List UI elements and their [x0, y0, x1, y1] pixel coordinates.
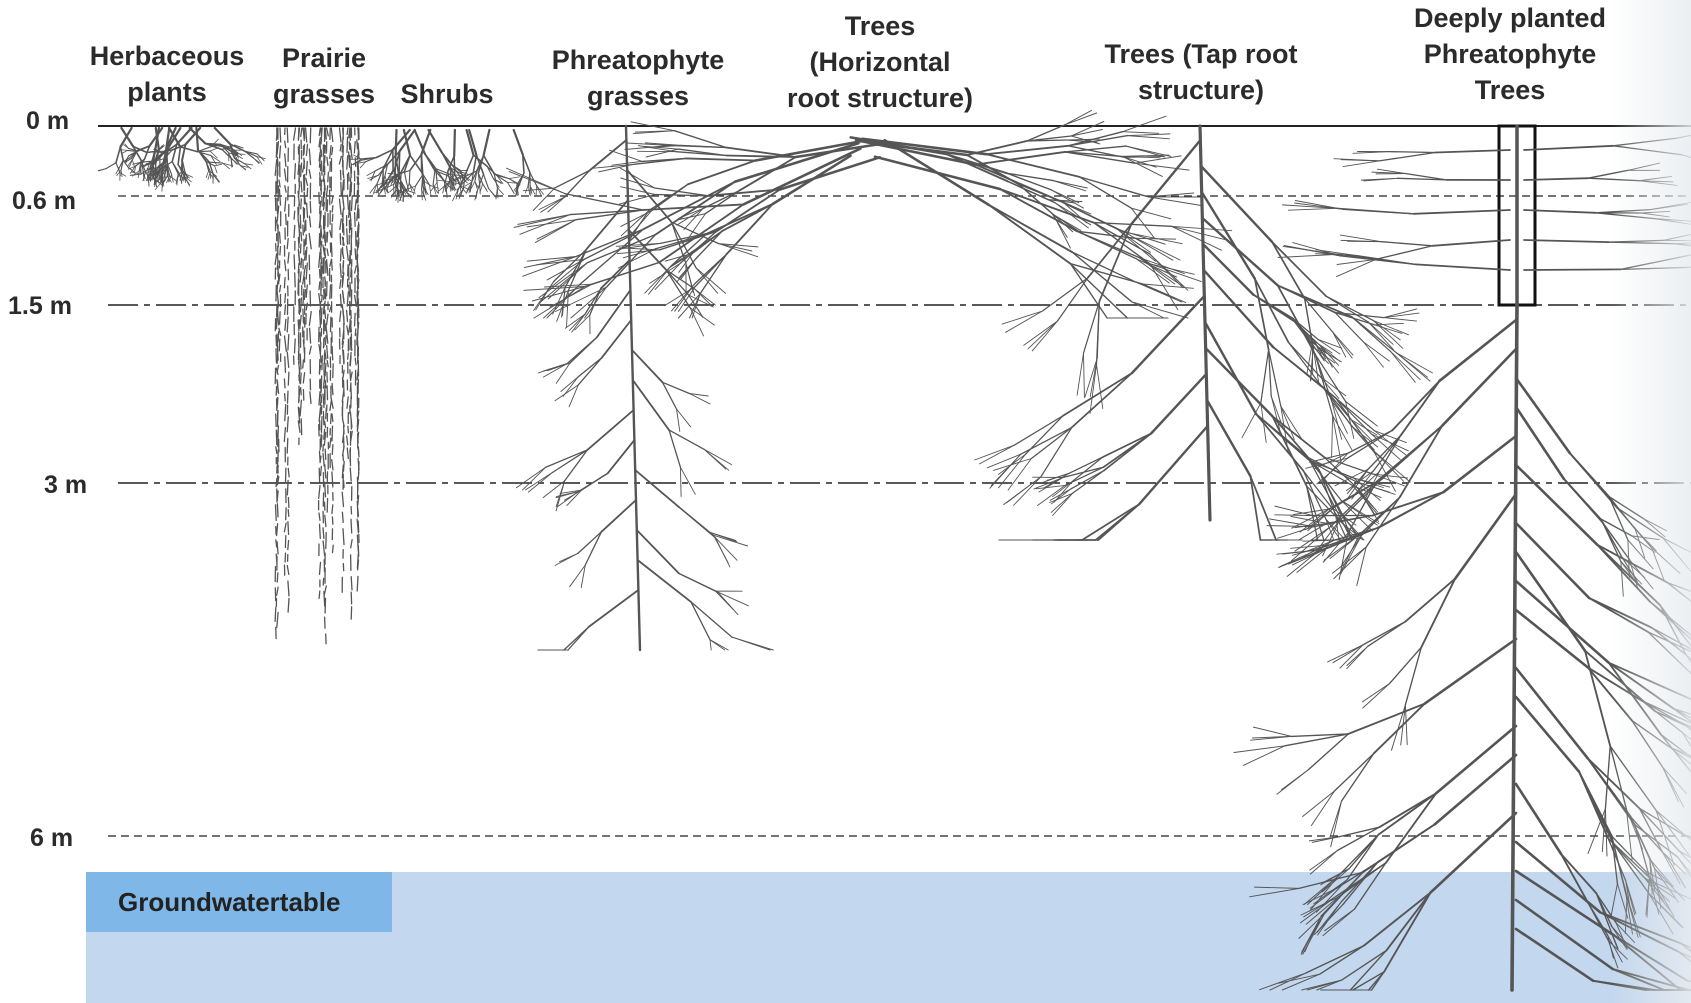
depth-label-0.6m: 0.6 m — [12, 186, 76, 216]
label-trees-horizontal: Trees (Horizontal root structure) — [770, 8, 990, 116]
depth-label-0m: 0 m — [26, 106, 69, 136]
label-deeply-planted-trees: Deeply planted Phreatophyte Trees — [1390, 0, 1630, 108]
label-shrubs: Shrubs — [392, 76, 502, 112]
label-trees-tap-root: Trees (Tap root structure) — [1086, 36, 1316, 108]
depth-lines — [98, 126, 1691, 836]
depth-label-1.5m: 1.5 m — [8, 291, 72, 321]
label-herbaceous-plants: Herbaceous plants — [82, 38, 252, 110]
root-systems — [98, 110, 1691, 990]
label-phreatophyte-grasses: Phreatophyte grasses — [540, 42, 736, 114]
roots-herbaceous-plants — [98, 128, 265, 191]
depth-label-3m: 3 m — [44, 470, 87, 500]
label-prairie-grasses: Prairie grasses — [262, 40, 386, 112]
roots-deeply-planted-trees — [1234, 126, 1691, 990]
roots-shrubs — [351, 130, 544, 203]
roots-prairie-grasses — [275, 128, 359, 644]
roots-trees-horizontal — [507, 110, 1232, 318]
groundwater-label: Groundwatertable — [86, 872, 392, 932]
depth-label-6m: 6 m — [30, 823, 73, 853]
